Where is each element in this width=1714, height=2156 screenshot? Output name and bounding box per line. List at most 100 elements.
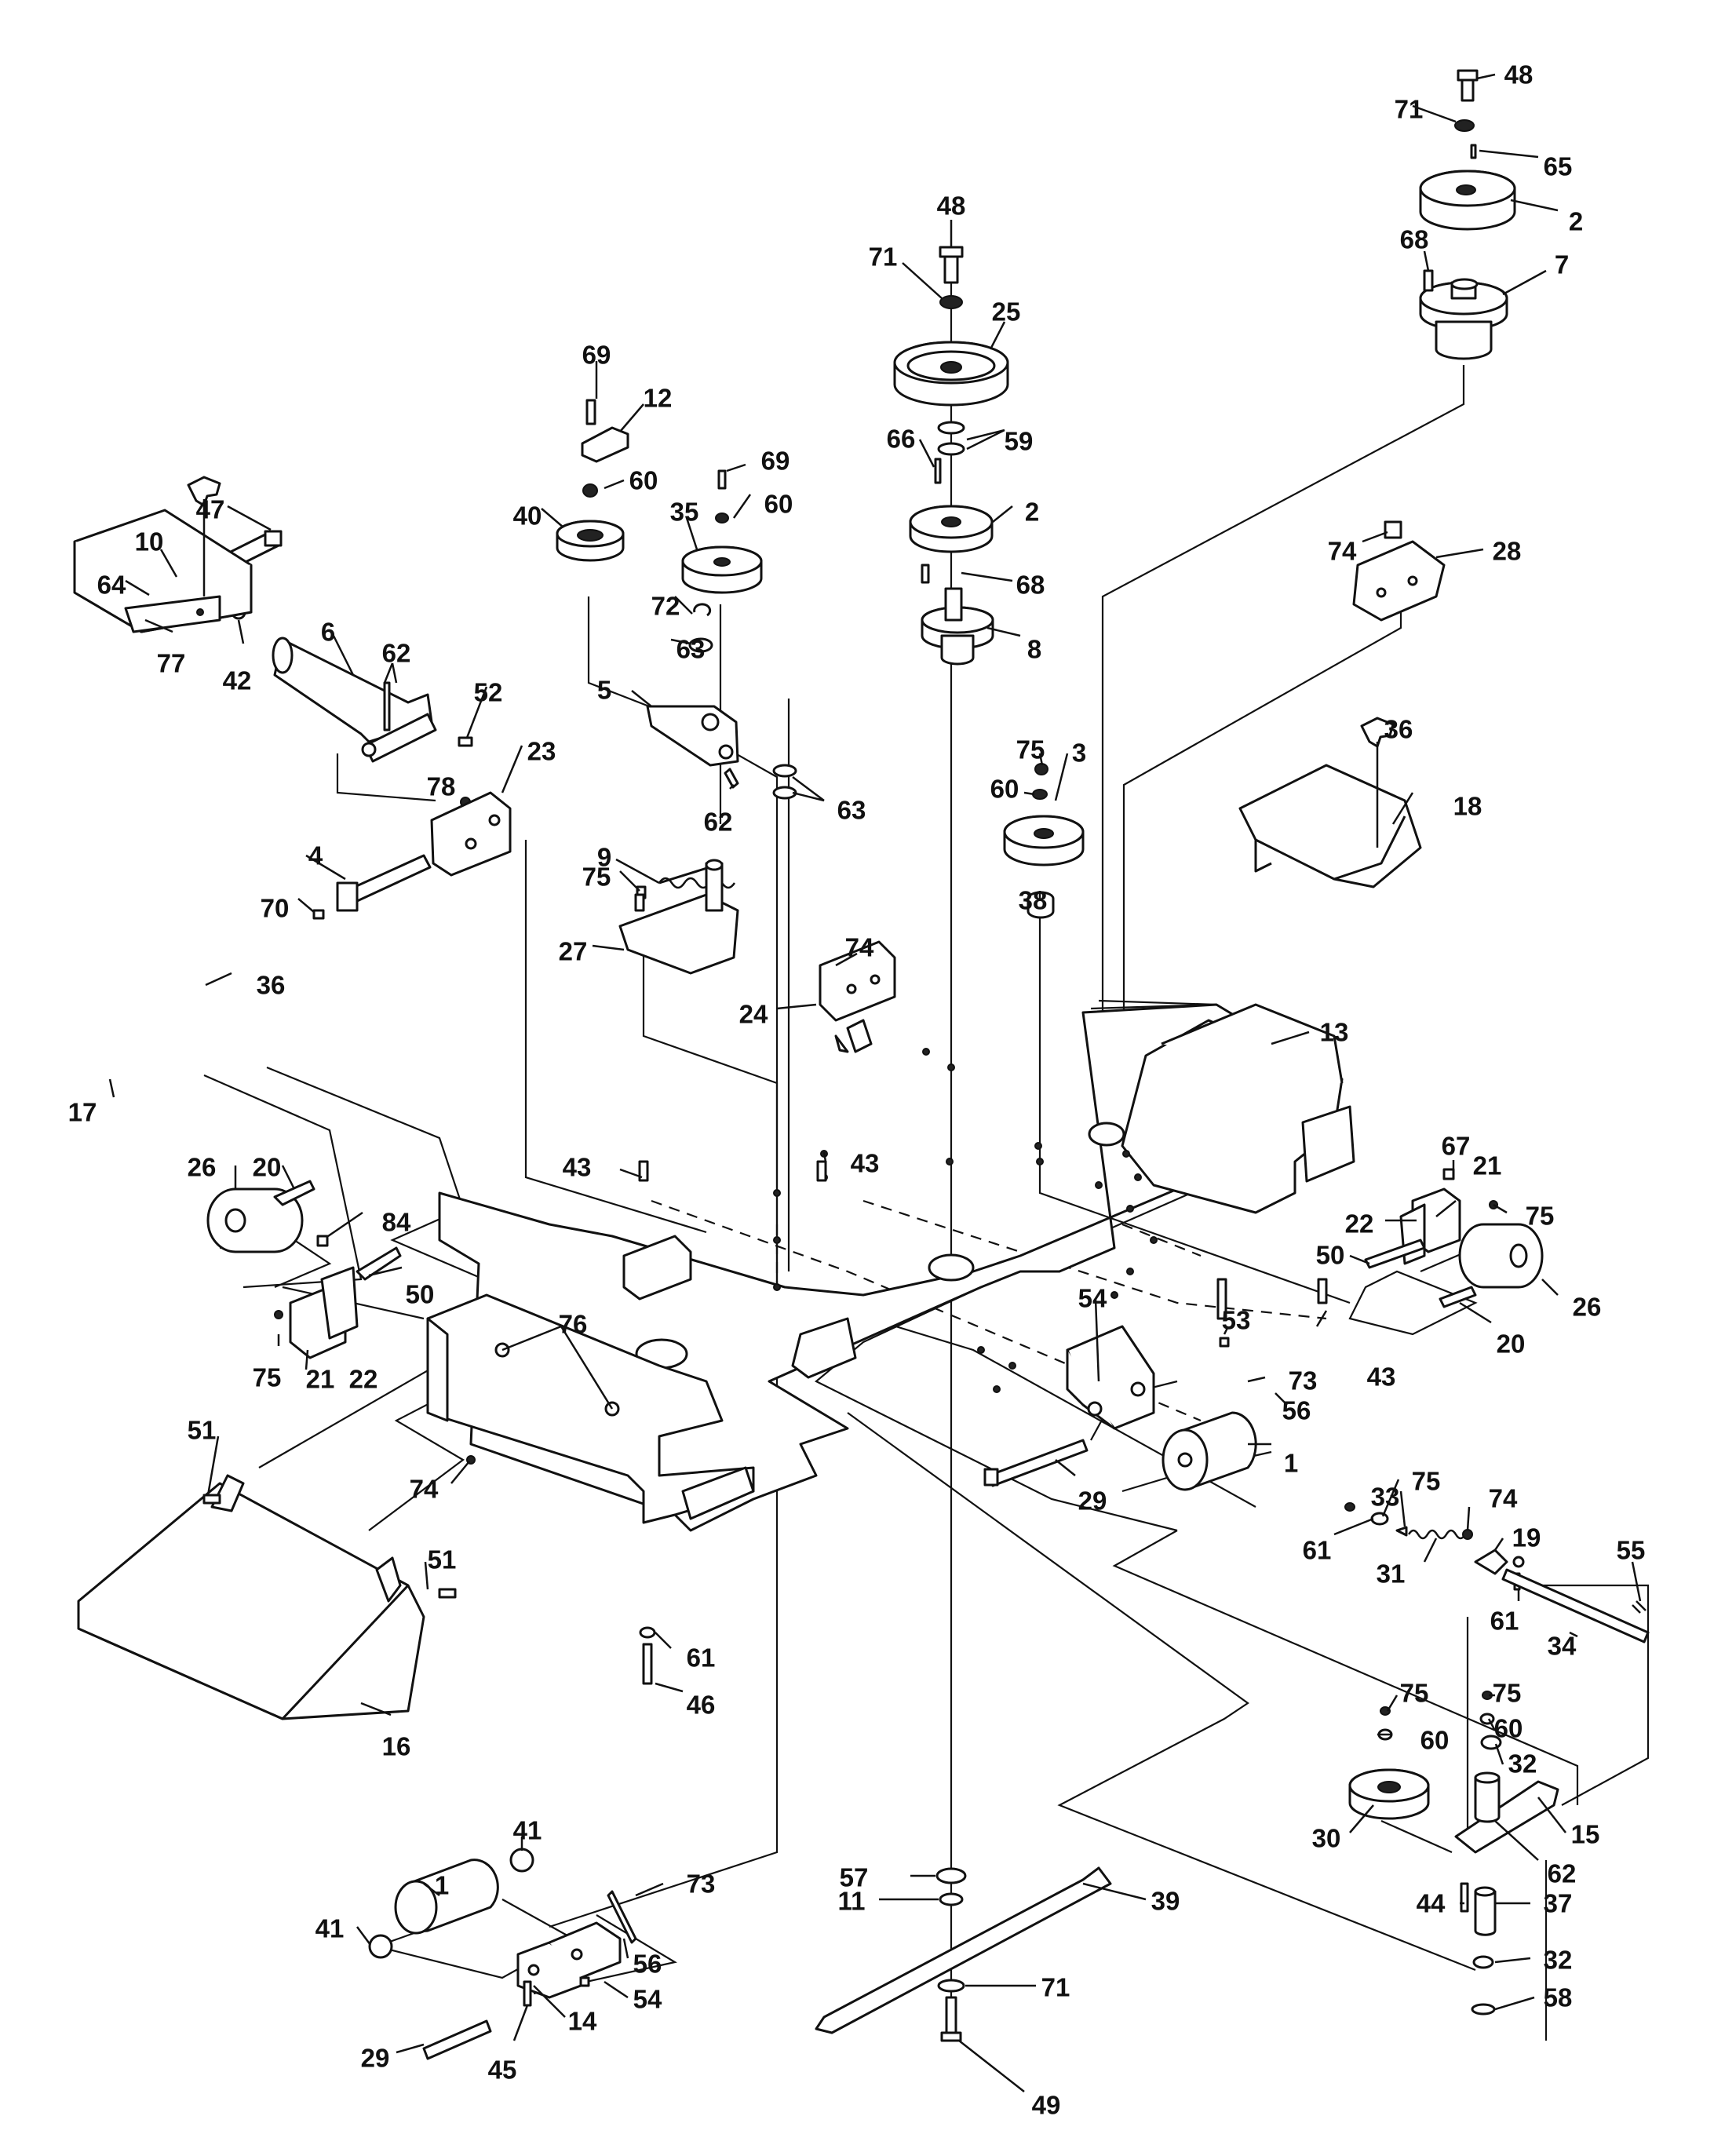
- callout-label: 43: [563, 1153, 592, 1182]
- callout-label: 21: [1473, 1151, 1502, 1180]
- callout-label: 68: [1016, 571, 1045, 600]
- callout-label: 62: [1548, 1859, 1577, 1888]
- callout-label: 78: [427, 772, 456, 801]
- callout-label: 24: [739, 1000, 768, 1029]
- callout-label: 71: [869, 243, 898, 272]
- callout-label: 60: [1494, 1714, 1523, 1743]
- callout-label: 74: [1489, 1484, 1518, 1513]
- callout-label: 16: [382, 1732, 411, 1761]
- callout-label: 30: [1312, 1824, 1341, 1853]
- callout-label: 61: [1303, 1536, 1332, 1565]
- center-spindle-stack: [893, 246, 1009, 666]
- callout-label: 31: [1377, 1560, 1406, 1589]
- callout-label: 75: [1412, 1467, 1441, 1496]
- callout-label: 67: [1442, 1132, 1471, 1161]
- callout-label: 74: [1328, 537, 1357, 566]
- callout-label: 22: [1345, 1209, 1374, 1239]
- callout-label: 75: [582, 863, 611, 892]
- callout-label: 63: [676, 635, 706, 664]
- callout-label: 51: [188, 1416, 217, 1445]
- callout-label: 3: [1072, 739, 1086, 768]
- callout-label: 32: [1508, 1749, 1537, 1778]
- callout-label: 49: [1032, 2091, 1061, 2120]
- callout-label: 45: [488, 2056, 517, 2085]
- callout-label: 50: [406, 1280, 435, 1309]
- callout-label: 51: [428, 1545, 457, 1574]
- callout-label: 20: [253, 1153, 282, 1182]
- callout-label: 71: [1395, 95, 1424, 124]
- callout-label: 48: [937, 192, 966, 221]
- callout-label: 32: [1544, 1946, 1573, 1975]
- bracket-28: [1352, 520, 1446, 622]
- callout-label: 65: [1544, 152, 1573, 181]
- right-wheel-group: [1364, 1168, 1544, 1308]
- callout-label: 75: [253, 1363, 282, 1392]
- callout-label: 40: [513, 502, 542, 531]
- callout-label: 75: [1526, 1202, 1555, 1231]
- callout-label: 66: [887, 425, 916, 454]
- callout-label: 13: [1320, 1018, 1349, 1047]
- main-deck-housing: [426, 1003, 1344, 1532]
- callout-label: 9: [597, 843, 611, 872]
- callout-label: 29: [1078, 1487, 1107, 1516]
- callout-label: 33: [1371, 1483, 1400, 1512]
- callout-label: 2: [1025, 498, 1039, 527]
- callout-label: 60: [990, 775, 1019, 804]
- callout-label: 57: [840, 1863, 869, 1892]
- lower-left-roller-group: [368, 1848, 637, 2060]
- callout-label: 62: [704, 808, 733, 837]
- callout-label: 60: [1420, 1726, 1450, 1755]
- callout-label: 75: [1016, 735, 1045, 764]
- callout-label: 5: [597, 676, 611, 705]
- callout-label: 50: [1316, 1241, 1345, 1270]
- callout-label: 2: [1569, 207, 1583, 236]
- callout-label: 41: [513, 1816, 542, 1845]
- callout-label: 26: [188, 1153, 217, 1182]
- roller-right-1: [983, 1325, 1257, 1491]
- callout-label: 7: [1555, 250, 1569, 279]
- callout-label: 42: [223, 666, 252, 695]
- callout-label: 20: [1497, 1330, 1526, 1359]
- callout-label: 52: [474, 678, 503, 707]
- callout-label: 60: [629, 466, 658, 495]
- callout-label: 53: [1222, 1306, 1251, 1335]
- callout-label: 61: [687, 1643, 716, 1673]
- callout-label: 4: [308, 841, 323, 870]
- callout-label: 34: [1548, 1632, 1577, 1661]
- callout-label: 63: [837, 796, 866, 825]
- bracket-mid-left: [622, 1019, 1355, 1379]
- discharge-chute-16: [77, 1474, 425, 1720]
- callout-label: 72: [651, 592, 680, 621]
- callout-label: 69: [761, 447, 790, 476]
- blade-group: [815, 1866, 1112, 2042]
- callout-label: 1: [435, 1871, 449, 1900]
- callout-label: 21: [306, 1365, 335, 1394]
- callout-label: 62: [382, 639, 411, 668]
- callout-label: 69: [582, 341, 611, 370]
- callout-label: 38: [1019, 886, 1048, 915]
- callout-label: 61: [1490, 1607, 1519, 1636]
- belt-cover-right-18: [1238, 764, 1422, 888]
- callout-label: 10: [135, 527, 164, 556]
- callout-label: 75: [1400, 1679, 1429, 1708]
- callout-label: 77: [157, 649, 186, 678]
- callout-label: 46: [687, 1691, 716, 1720]
- callout-label: 59: [1005, 427, 1034, 456]
- callout-label: 68: [1400, 225, 1429, 254]
- callout-label: 41: [315, 1914, 345, 1943]
- callout-label: 48: [1504, 60, 1533, 89]
- callout-label: 64: [97, 571, 126, 600]
- knob-right-36: [1360, 717, 1395, 848]
- callout-label: 76: [559, 1310, 588, 1339]
- knob-left-36: [187, 476, 221, 596]
- callout-label: 36: [257, 971, 286, 1000]
- lower-right-spring-group: [1344, 1502, 1650, 1643]
- belt-cover-left-17: [73, 509, 253, 633]
- callout-label: 54: [633, 1985, 662, 2014]
- callout-label: 54: [1078, 1284, 1107, 1313]
- callout-label: 74: [845, 933, 874, 962]
- lower-right-pulley-group: [1348, 1691, 1559, 2016]
- callout-label: 27: [559, 937, 588, 966]
